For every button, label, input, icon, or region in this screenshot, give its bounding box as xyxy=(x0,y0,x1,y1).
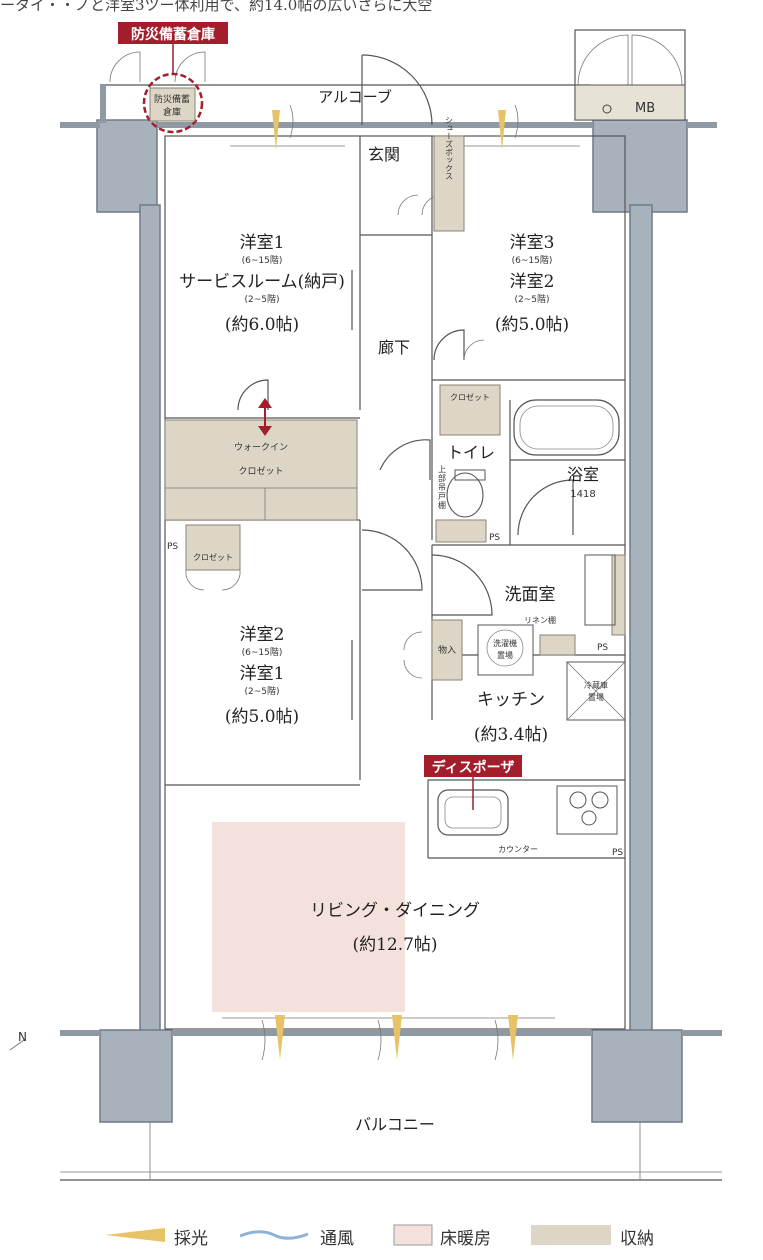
alcove-area xyxy=(100,29,686,123)
svg-text:(2~5階): (2~5階) xyxy=(244,686,279,697)
living-labels: リビング・ダイニング (約12.7帖) xyxy=(310,901,480,955)
svg-text:リビング・ダイニング: リビング・ダイニング xyxy=(310,901,480,921)
fixtures xyxy=(351,270,626,836)
svg-text:倉庫: 倉庫 xyxy=(163,106,181,118)
svg-text:洋室2: 洋室2 xyxy=(240,625,285,645)
hallway-label: 廊下 xyxy=(378,338,410,357)
svg-text:(6~15階): (6~15階) xyxy=(242,255,283,266)
svg-text:上: 上 xyxy=(438,465,446,474)
svg-text:(約5.0帖): (約5.0帖) xyxy=(225,707,299,727)
svg-text:クロゼット: クロゼット xyxy=(450,392,490,402)
north-arrow: N xyxy=(9,1030,27,1051)
alcove-label: アルコーブ xyxy=(318,88,392,106)
legend-floor-heating-label: 床暖房 xyxy=(440,1229,491,1249)
svg-text:ディスポーザ: ディスポーザ xyxy=(432,759,515,776)
svg-text:(約12.7帖): (約12.7帖) xyxy=(352,935,437,955)
svg-text:防災備蓄: 防災備蓄 xyxy=(154,93,190,105)
svg-text:MB: MB xyxy=(635,101,655,116)
svg-text:洗濯機: 洗濯機 xyxy=(493,638,517,648)
washroom-label: 洗面室 xyxy=(505,585,556,605)
legend-storage-swatch xyxy=(531,1225,611,1245)
svg-text:置場: 置場 xyxy=(497,650,513,660)
legend-floor-heating-swatch xyxy=(393,1224,433,1246)
svg-text:ウォークイン: ウォークイン xyxy=(234,442,288,453)
svg-text:吊: 吊 xyxy=(438,483,446,492)
kitchen-labels: キッチン (約3.4帖) xyxy=(474,690,548,745)
floor-heating-zone xyxy=(212,822,405,1012)
svg-text:(6~15階): (6~15階) xyxy=(512,255,553,266)
doors xyxy=(185,54,574,679)
svg-text:置場: 置場 xyxy=(588,692,604,702)
bath-size-label: 1418 xyxy=(570,489,595,500)
svg-text:クロゼット: クロゼット xyxy=(238,465,283,477)
disposer-callout: ディスポーザ xyxy=(424,755,522,810)
room-western1-labels: 洋室1 (6~15階) サービスルーム(納戸) (2~5階) (約6.0帖) xyxy=(179,233,345,335)
toilet-label: トイレ xyxy=(447,443,495,462)
svg-text:PS: PS xyxy=(489,533,500,543)
walkin-arrow xyxy=(258,398,272,436)
disaster-storage-callout: 防災備蓄倉庫 防災備蓄 倉庫 xyxy=(118,22,228,134)
room-western2-labels: 洋室2 (6~15階) 洋室1 (2~5階) (約5.0帖) xyxy=(225,625,299,727)
svg-text:クロゼット: クロゼット xyxy=(193,552,233,562)
room-western3-labels: 洋室3 (6~15階) 洋室2 (2~5階) (約5.0帖) xyxy=(495,233,569,335)
legend-storage-label: 収納 xyxy=(620,1229,654,1249)
svg-text:シューズボックス: シューズボックス xyxy=(445,116,454,180)
legend-wind-label: 通風 xyxy=(320,1229,354,1249)
svg-text:PS: PS xyxy=(597,643,608,653)
svg-text:防災備蓄倉庫: 防災備蓄倉庫 xyxy=(131,26,215,43)
bath-label: 浴室 xyxy=(567,465,599,484)
legend: 採光 通風 床暖房 収納 xyxy=(0,1218,763,1254)
svg-text:PS: PS xyxy=(612,848,623,858)
svg-text:(約3.4帖): (約3.4帖) xyxy=(474,725,548,745)
light-wind-markers xyxy=(261,104,519,1061)
svg-text:N: N xyxy=(18,1030,27,1044)
balcony xyxy=(60,1122,722,1181)
balcony-label: バルコニー xyxy=(355,1115,435,1134)
svg-text:(2~5階): (2~5階) xyxy=(514,294,549,305)
svg-text:洋室3: 洋室3 xyxy=(510,233,555,253)
svg-text:棚: 棚 xyxy=(438,500,446,510)
legend-light-label: 採光 xyxy=(174,1229,208,1249)
legend-wind-icon xyxy=(240,1230,308,1240)
svg-text:カウンター: カウンター xyxy=(498,845,538,854)
svg-text:キッチン: キッチン xyxy=(477,690,545,710)
svg-text:戸: 戸 xyxy=(438,492,446,501)
fixture-labels: MB シューズボックス クロゼット クロゼット ウォークイン クロゼット 上 部… xyxy=(167,101,655,858)
svg-text:(約6.0帖): (約6.0帖) xyxy=(225,315,299,335)
svg-text:(2~5階): (2~5階) xyxy=(244,294,279,305)
svg-text:リネン棚: リネン棚 xyxy=(524,615,556,625)
svg-text:物入: 物入 xyxy=(438,644,456,656)
svg-text:洋室2: 洋室2 xyxy=(510,272,555,292)
svg-text:(約5.0帖): (約5.0帖) xyxy=(495,315,569,335)
svg-text:洋室1: 洋室1 xyxy=(240,233,285,253)
legend-light-icon xyxy=(105,1228,165,1242)
entrance-label: 玄関 xyxy=(368,145,400,164)
svg-text:サービスルーム(納戸): サービスルーム(納戸) xyxy=(179,272,345,292)
storage-areas xyxy=(164,135,626,681)
structure-walls xyxy=(60,119,722,1123)
svg-text:冷蔵庫: 冷蔵庫 xyxy=(584,680,608,690)
header-strip: ータイ・・ノと洋室3ツー体利用で、約14.0帖の広いさらに大空 xyxy=(0,0,433,12)
svg-text:部: 部 xyxy=(438,473,446,483)
svg-text:(6~15階): (6~15階) xyxy=(242,647,283,658)
svg-text:PS: PS xyxy=(167,542,178,552)
svg-text:洋室1: 洋室1 xyxy=(240,664,285,684)
